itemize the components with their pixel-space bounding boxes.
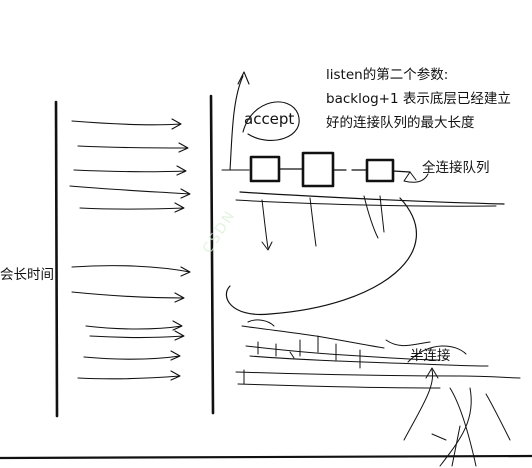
incoming-arrow [79,202,185,213]
queue-slot [249,155,281,183]
queue-slot [301,151,335,188]
full-queue-label: 全连接队列 [422,160,490,176]
transfer-curve [225,197,418,316]
syn-arrows [403,367,511,467]
left-boundary-line [54,100,59,418]
half-connection-label: 半连接 [410,348,451,364]
incoming-arrow [71,291,185,303]
incoming-arrow [77,370,181,381]
half-queue [235,319,521,389]
backlog-note-line-3: 好的连接队列的最大长度 [326,115,475,131]
incoming-arrows [69,118,191,381]
full-queue [235,151,505,251]
incoming-arrow [71,265,191,277]
queue-slot [365,158,395,183]
incoming-arrow [73,165,187,176]
incoming-arrow [77,142,189,153]
accept-label: accept [244,110,295,128]
backlog-note-line-1: listen的第二个参数: [326,67,449,83]
baseline [0,454,532,460]
incoming-arrow [89,330,185,341]
incoming-arrow [83,350,181,361]
backlog-note-line-2: backlog+1 表示底层已经建立 [326,91,511,107]
incoming-arrow [69,185,191,199]
accept-loop [221,71,300,171]
right-boundary-line [209,94,215,415]
long-time-label: 会长时间 [0,267,54,283]
incoming-arrow [85,320,183,331]
incoming-arrow [71,118,182,130]
